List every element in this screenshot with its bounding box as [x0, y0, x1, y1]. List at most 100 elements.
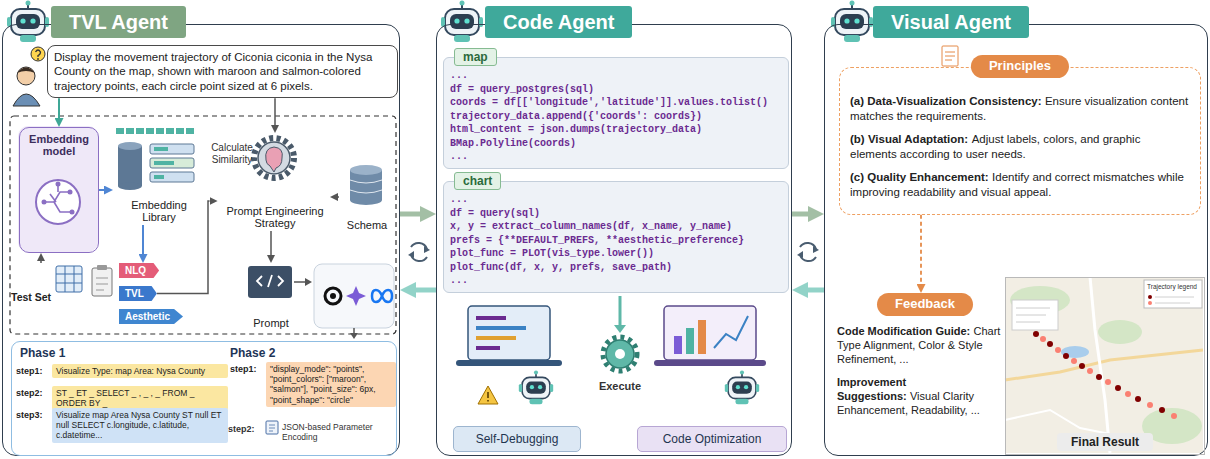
- connector-arrow: [142, 225, 144, 254]
- code-line: df = query_postgres(sql): [450, 83, 782, 97]
- code-line: ...: [450, 150, 782, 164]
- phase-box: step1:Visualize Type: map Area: Nysa Cou…: [11, 341, 397, 456]
- text-label: Calculate Similarity: [206, 142, 258, 165]
- section-pill: Feedback: [877, 293, 973, 316]
- user-icon: [17, 68, 35, 74]
- execute-gear: [603, 337, 637, 371]
- result-map: [1079, 363, 1085, 369]
- embedding-library-icon: [150, 158, 194, 168]
- code-optimization-illustration: [725, 370, 759, 404]
- connector-arrow: [40, 261, 42, 263]
- prompt-strategy-icon: [254, 138, 294, 178]
- code-line: plot_func(df, x, y, prefs, save_path): [450, 261, 782, 275]
- step-row: step1:Visualize Type: map Area: Nysa Cou…: [16, 364, 228, 378]
- execute-gear: [606, 340, 634, 368]
- result-map: [1148, 301, 1152, 305]
- node-text: Code Optimization: [638, 427, 786, 451]
- embedding-library-icon: [176, 128, 184, 134]
- result-map: [1016, 308, 1050, 322]
- embedding-library-icon: [150, 172, 194, 182]
- code-line: coords = df[['longitude','latitude']].va…: [450, 96, 782, 110]
- clipboard-icon: [92, 268, 112, 296]
- code-line: df = query(sql): [450, 207, 782, 221]
- feedback-box: FeedbackCode Modification Guide:Chart Ty…: [837, 293, 1003, 426]
- connector-arrow: [416, 288, 436, 293]
- text-label: Trajectory legend: [1147, 283, 1201, 290]
- retrieval-region: [10, 116, 396, 334]
- prompt-icon: [305, 278, 312, 286]
- result-map: [1033, 331, 1039, 337]
- aesthetic-tag: Aesthetic: [119, 309, 183, 324]
- embedding-library-icon: [166, 128, 174, 134]
- schema-icon: [350, 165, 382, 205]
- text-label: JSON-based Parameter Encoding: [282, 423, 394, 443]
- final-result-map: Final Result: [1005, 277, 1205, 455]
- self-debugging-illustration: [476, 326, 526, 330]
- llm-box: [372, 290, 392, 302]
- result-map: [1012, 300, 1058, 330]
- embedding-model-icon: [42, 200, 47, 205]
- self-debugging-illustration: [476, 316, 506, 320]
- connector-arrow: [808, 288, 824, 293]
- clipboard-icon: [96, 278, 108, 290]
- code-optimization-illustration: [714, 316, 748, 348]
- loop-icon: [813, 246, 819, 253]
- query-box: Display the movement trajectory of Cicon…: [47, 45, 398, 98]
- code-line: trajectory_data.append({'coords': coords…: [450, 110, 782, 124]
- test-set-icon: [56, 266, 82, 292]
- code-optimization-illustration: [674, 336, 682, 354]
- embedding-library-icon: [136, 128, 144, 134]
- result-map: [1115, 385, 1121, 391]
- loop-icon: [797, 251, 803, 258]
- text-label: Execute: [592, 380, 648, 393]
- section-pill: Principles: [971, 55, 1069, 78]
- item-heading: Improvement Suggestions:: [837, 376, 907, 402]
- result-map: [1087, 368, 1093, 374]
- embedding-library-icon: [154, 175, 164, 179]
- agent-robot: [831, 1, 873, 43]
- code-optimization-illustration: [654, 360, 766, 366]
- agent-robot: [7, 1, 873, 43]
- llm-box: [330, 293, 336, 299]
- agent-robot: [7, 1, 49, 43]
- connector-arrow: [400, 212, 420, 217]
- loop-icon: [408, 251, 414, 258]
- embedding-model-icon: [18, 126, 98, 252]
- llm-box: [314, 264, 394, 328]
- json-icon: [266, 421, 278, 434]
- embedding-library-icon: [118, 142, 142, 150]
- node-text: Embedding Library: [113, 199, 205, 223]
- llm-box: [325, 288, 341, 304]
- code-optimization-illustration: [698, 320, 706, 354]
- agent-banner: TVL Agent: [51, 6, 186, 38]
- embedding-model-icon: [44, 184, 72, 212]
- embedding-model-box: Embedding model: [19, 127, 99, 253]
- result-map: [1144, 280, 1202, 308]
- connector-arrow: [920, 215, 922, 284]
- connector-arrow: [58, 98, 60, 118]
- connector-arrow: [338, 196, 339, 198]
- node-text: Prompt: [253, 317, 288, 329]
- schema-icon: [350, 195, 382, 205]
- code-line: BMap.Polyline(coords): [450, 137, 782, 151]
- llm-box: [314, 264, 394, 339]
- self-debugging-illustration: [456, 306, 562, 404]
- result-map: [1147, 402, 1153, 408]
- result-map: [1063, 353, 1069, 359]
- prompt-icon: [257, 275, 283, 287]
- self-debugging-illustration: [478, 386, 498, 404]
- node-text: Display the movement trajectory of Cicon…: [54, 50, 391, 93]
- result-map: [1171, 413, 1177, 419]
- agent-panel: Display the movement trajectory of Cicon…: [2, 24, 400, 456]
- phase-heading: Phase 1: [20, 346, 65, 360]
- embedding-model-icon: [36, 180, 80, 224]
- code-optimization-illustration: [686, 328, 694, 354]
- result-map: [1135, 396, 1141, 402]
- code-line: prefs = {**DEFAULT_PREFS, **aesthetic_pr…: [450, 234, 782, 248]
- embedding-library: Embedding Library: [113, 125, 205, 225]
- prompt-icon: [294, 281, 306, 283]
- result-map: [1055, 347, 1061, 353]
- llm-box: [350, 333, 358, 339]
- code-line: plot_func = PLOT(vis_type.lower()): [450, 247, 782, 261]
- item-heading: Code Modification Guide:: [837, 325, 970, 337]
